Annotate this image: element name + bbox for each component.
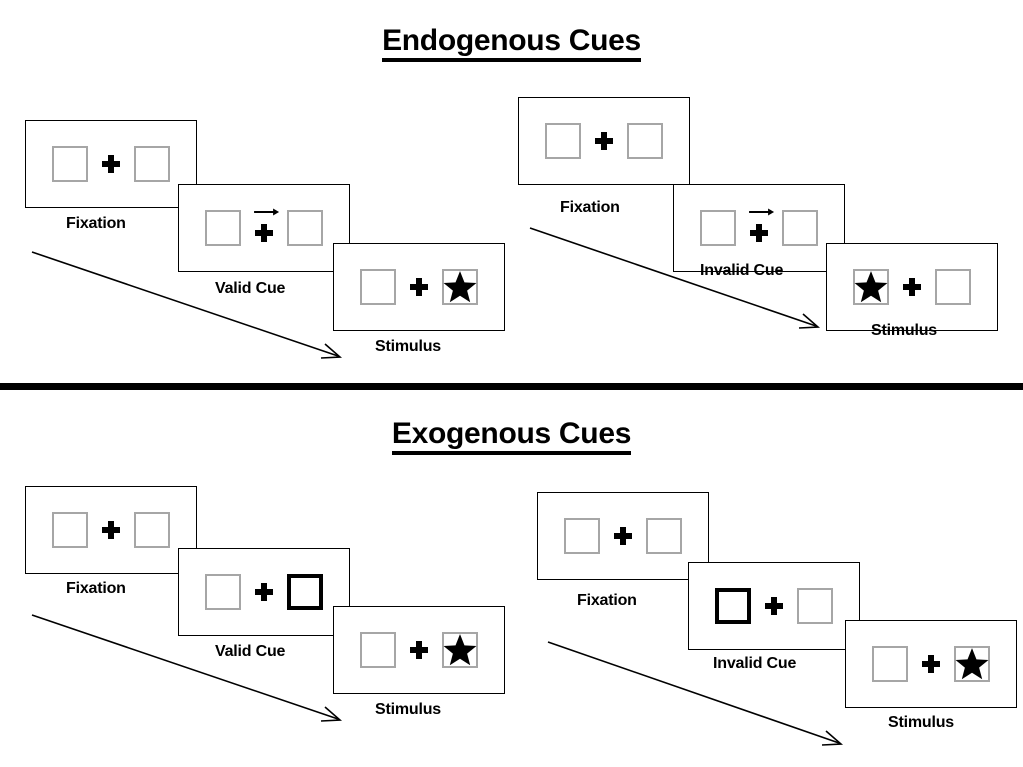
fixation-cross-icon: [595, 132, 613, 150]
panel-endogenous-invalid-fixation: [518, 97, 690, 185]
star-stimulus-icon: [443, 270, 477, 304]
fixation-center: [736, 206, 782, 250]
panel-endogenous-valid-fixation: [25, 120, 197, 208]
target-box-right: [134, 512, 170, 548]
fixation-center: [241, 206, 287, 250]
star-stimulus-icon: [854, 270, 888, 304]
target-box-left: [360, 632, 396, 668]
target-box-left: [52, 512, 88, 548]
fixation-cross-icon: [903, 278, 921, 296]
panel-content: [519, 98, 689, 184]
panel-content: [674, 185, 844, 271]
star-stimulus-icon: [955, 647, 989, 681]
star-stimulus-icon: [443, 633, 477, 667]
caption-endogenous-invalid-stimulus: Stimulus: [871, 322, 937, 339]
target-box-left: [205, 210, 241, 246]
fixation-cross-icon: [255, 583, 273, 601]
fixation-center: [751, 584, 797, 628]
caption-endogenous-valid-cue: Valid Cue: [215, 280, 286, 297]
fixation-center: [88, 142, 134, 186]
arrow-right-cue-icon: [748, 207, 775, 216]
section-title-exogenous-text: Exogenous Cues: [391, 417, 631, 456]
fixation-center: [600, 514, 646, 558]
fixation-cross-icon: [922, 655, 940, 673]
caption-exogenous-invalid-stimulus: Stimulus: [888, 714, 954, 731]
target-box-left: [872, 646, 908, 682]
caption-exogenous-invalid-cue: Invalid Cue: [713, 655, 797, 672]
target-box-left: [700, 210, 736, 246]
fixation-center: [889, 265, 935, 309]
panel-exogenous-invalid-fixation: [537, 492, 709, 580]
fixation-cross-icon: [410, 278, 428, 296]
target-box-right: [954, 646, 990, 682]
caption-endogenous-invalid-cue: Invalid Cue: [700, 262, 784, 279]
panel-content: [179, 185, 349, 271]
panel-endogenous-valid-cue: [178, 184, 350, 272]
panel-exogenous-invalid-stimulus: [845, 620, 1017, 708]
caption-exogenous-valid-cue: Valid Cue: [215, 643, 286, 660]
panel-content: [827, 244, 997, 330]
section-title-endogenous-text: Endogenous Cues: [382, 24, 641, 63]
arrow-right-cue-icon: [253, 207, 280, 216]
caption-endogenous-valid-fixation: Fixation: [66, 215, 126, 232]
target-box-right: [287, 210, 323, 246]
fixation-cross-icon: [614, 527, 632, 545]
target-box-left: [853, 269, 889, 305]
caption-endogenous-invalid-fixation: Fixation: [560, 199, 620, 216]
fixation-center: [241, 570, 287, 614]
caption-exogenous-invalid-fixation: Fixation: [577, 592, 637, 609]
caption-exogenous-valid-fixation: Fixation: [66, 580, 126, 597]
panel-exogenous-invalid-cue: [688, 562, 860, 650]
target-box-right: [627, 123, 663, 159]
panel-content: [846, 621, 1016, 707]
fixation-cross-icon: [765, 597, 783, 615]
panel-content: [179, 549, 349, 635]
target-box-right: [134, 146, 170, 182]
target-box-left: [545, 123, 581, 159]
panel-content: [334, 244, 504, 330]
panel-content: [334, 607, 504, 693]
target-box-left: [205, 574, 241, 610]
fixation-cross-icon: [102, 155, 120, 173]
fixation-center: [88, 508, 134, 552]
fixation-center: [396, 265, 442, 309]
fixation-cross-icon: [410, 641, 428, 659]
target-box-left: [360, 269, 396, 305]
caption-endogenous-valid-stimulus: Stimulus: [375, 338, 441, 355]
panel-content: [689, 563, 859, 649]
panel-exogenous-valid-fixation: [25, 486, 197, 574]
target-box-right: [442, 269, 478, 305]
section-divider: [0, 383, 1023, 390]
target-box-left: [564, 518, 600, 554]
caption-exogenous-valid-stimulus: Stimulus: [375, 701, 441, 718]
target-box-right: [797, 588, 833, 624]
panel-endogenous-invalid-stimulus: [826, 243, 998, 331]
fixation-cross-icon: [255, 223, 273, 242]
target-box-right: [935, 269, 971, 305]
target-box-left-cued: [715, 588, 751, 624]
fixation-center: [581, 119, 627, 163]
panel-exogenous-valid-cue: [178, 548, 350, 636]
section-title-exogenous: Exogenous Cues: [0, 417, 1023, 456]
target-box-right: [442, 632, 478, 668]
panel-content: [26, 121, 196, 207]
target-box-right-cued: [287, 574, 323, 610]
fixation-cross-icon: [750, 223, 768, 242]
fixation-center: [908, 642, 954, 686]
panel-endogenous-invalid-cue: [673, 184, 845, 272]
section-title-endogenous: Endogenous Cues: [0, 24, 1023, 63]
target-box-left: [52, 146, 88, 182]
target-box-right: [782, 210, 818, 246]
target-box-right: [646, 518, 682, 554]
fixation-cross-icon: [102, 521, 120, 539]
panel-exogenous-valid-stimulus: [333, 606, 505, 694]
panel-content: [26, 487, 196, 573]
panel-endogenous-valid-stimulus: [333, 243, 505, 331]
fixation-center: [396, 628, 442, 672]
timeline-arrow-exogenous-invalid: [546, 640, 851, 752]
panel-content: [538, 493, 708, 579]
